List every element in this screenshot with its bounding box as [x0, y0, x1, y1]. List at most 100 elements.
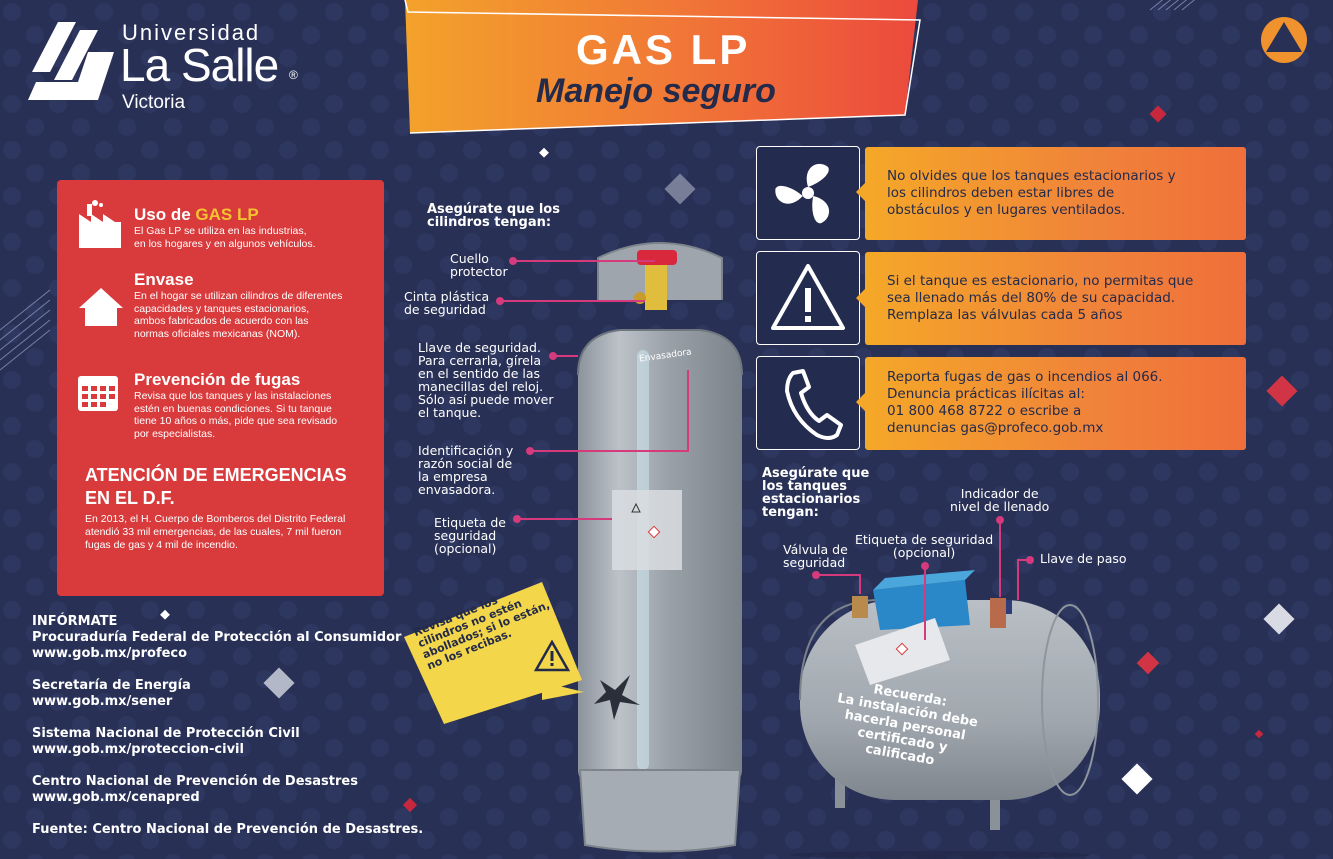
label-cuello: Cuello protector — [450, 252, 508, 278]
label-llave: Llave de seguridad. Para cerrarla, gírel… — [418, 341, 554, 419]
tip-line: Si el tanque es estacionario, no permita… — [887, 273, 1194, 289]
prevencion-line: tiene 10 años o más, pide que sea revisa… — [134, 415, 338, 427]
label-line: seguridad — [783, 555, 846, 570]
tip-line: 01 800 468 8722 o escribe a — [887, 403, 1082, 419]
prevencion-heading: Prevención de fugas — [134, 370, 301, 389]
tip-line: sea llenado más del 80% de su capacidad. — [887, 290, 1176, 306]
label-line: manecillas del reloj. — [418, 379, 544, 394]
emergencias-line: En 2013, el H. Cuerpo de Bomberos del Di… — [85, 513, 346, 525]
logo-main: La Salle — [120, 39, 279, 91]
uso-text: El Gas LP se utiliza en las industrias, … — [134, 225, 316, 250]
label-line: (opcional) — [434, 541, 497, 556]
tip-box: No olvides que los tanques estacionarios… — [865, 147, 1246, 240]
cylinder-heading-2: cilindros tengan: — [427, 215, 552, 230]
label-line: Para cerrarla, gírela — [418, 353, 542, 368]
informate-entry: Sistema Nacional de Protección Civil www… — [32, 726, 300, 758]
entry-link[interactable]: www.gob.mx/cenapred — [32, 790, 200, 805]
stationary-tank-illustration — [790, 516, 1100, 859]
label-line: el tanque. — [418, 405, 482, 420]
tip-line: Denuncia prácticas ilícitas al: — [887, 386, 1085, 402]
entry-name: Procuraduría Federal de Protección al Co… — [32, 630, 402, 645]
label-line: seguridad — [434, 528, 497, 543]
stationary-heading-line: Asegúrate que — [762, 466, 870, 481]
stationary-heading-line: tengan: — [762, 505, 819, 520]
tip-line: Remplaza las válvulas cada 5 años — [887, 307, 1123, 323]
logo-registered: ® — [289, 68, 298, 82]
tip-line[interactable]: denuncias gas@profeco.gob.mx — [887, 420, 1104, 436]
factory-icon — [79, 200, 121, 248]
envase-line: En el hogar se utilizan cilindros de dif… — [134, 290, 343, 302]
pointer-arrow-icon — [856, 390, 868, 414]
source-text: Fuente: Centro Nacional de Prevención de… — [32, 822, 424, 837]
entry-link[interactable]: www.gob.mx/profeco — [32, 646, 188, 661]
label-line: protector — [450, 264, 508, 279]
envase-text: En el hogar se utilizan cilindros de dif… — [134, 290, 342, 340]
uso-heading-prefix: Uso de — [134, 205, 196, 224]
label-line: Cinta plástica — [404, 289, 490, 304]
tip-box: Reporta fugas de gas o incendios al 066.… — [865, 357, 1246, 450]
envase-line: ambos fabricados de acuerdo con las — [134, 315, 309, 327]
fan-icon — [775, 163, 829, 224]
emergencias-line: fugas de gas y 4 mil de incendio. — [85, 539, 238, 551]
logo-sub: Victoria — [122, 92, 186, 113]
tip-text: Reporta fugas de gas o incendios al 066.… — [887, 369, 1163, 437]
warning-icon — [534, 640, 570, 672]
tip-line: obstáculos y en lugares ventilados. — [887, 202, 1126, 218]
informate-entry: Secretaría de Energía www.gob.mx/sener — [32, 678, 191, 710]
uso-heading-highlight: GAS LP — [195, 205, 259, 224]
label-line: envasadora. — [418, 482, 496, 497]
uso-line: El Gas LP se utiliza en las industrias, — [134, 225, 307, 237]
entry-link[interactable]: www.gob.mx/proteccion-civil — [32, 742, 244, 757]
label-line: Etiqueta de — [434, 515, 506, 530]
phone-icon — [785, 369, 843, 440]
page-title: GAS LP — [576, 26, 751, 73]
pointer-arrow-icon — [856, 286, 868, 310]
label-line: razón social de — [418, 456, 513, 471]
entry-name: Centro Nacional de Prevención de Desastr… — [32, 774, 358, 789]
label-line: en el sentido de las — [418, 366, 541, 381]
entry-link[interactable]: www.gob.mx/sener — [32, 694, 173, 709]
la-salle-logo-icon — [28, 22, 114, 100]
tip-line: Reporta fugas de gas o incendios al 066. — [887, 369, 1163, 385]
label-llave-paso: Llave de paso — [1040, 551, 1127, 566]
label-line: Sólo así puede mover — [418, 392, 554, 407]
cylinder-heading: Asegúrate que los cilindros tengan: — [427, 203, 560, 229]
label-line: nivel de llenado — [950, 499, 1050, 514]
label-line: Válvula de — [783, 542, 848, 557]
envase-line: normas oficiales mexicanas (NOM). — [134, 327, 301, 340]
cylinder-heading-1: Asegúrate que los — [427, 202, 560, 217]
uso-heading: Uso de GAS LP — [134, 205, 259, 225]
page-subtitle: Manejo seguro — [536, 72, 776, 110]
envase-line: capacidades y tanques estacionarios, — [134, 302, 310, 315]
tip-text: No olvides que los tanques estacionarios… — [887, 168, 1176, 219]
emergencias-heading: ATENCIÓN DE EMERGENCIAS EN EL D.F. — [85, 464, 347, 510]
informate-heading: INFÓRMATE — [32, 614, 118, 629]
tip-icon-box — [756, 251, 860, 345]
emergencias-heading-2: EN EL D.F. — [85, 488, 175, 508]
stationary-heading-line: los tanques — [762, 479, 848, 494]
house-icon — [79, 288, 123, 326]
tip-box: Si el tanque es estacionario, no permita… — [865, 252, 1246, 345]
emergencias-heading-1: ATENCIÓN DE EMERGENCIAS — [85, 465, 347, 485]
label-etiqueta: Etiqueta de seguridad (opcional) — [434, 516, 506, 555]
warning-note — [404, 582, 584, 724]
warning-icon — [771, 264, 845, 330]
prevencion-text: Revisa que los tanques y las instalacion… — [134, 390, 337, 440]
stationary-heading: Asegúrate que los tanques estacionarios … — [762, 467, 869, 519]
envase-heading: Envase — [134, 270, 194, 289]
label-line: (opcional) — [892, 545, 956, 560]
stationary-heading-line: estacionarios — [762, 492, 861, 507]
prevencion-line: estén en buenas condiciones. Si tu tanqu… — [134, 402, 332, 415]
informate-entry: Centro Nacional de Prevención de Desastr… — [32, 774, 358, 806]
label-line: de seguridad — [404, 302, 486, 317]
prevencion-line: Revisa que los tanques y las instalacion… — [134, 390, 332, 402]
entry-name: Sistema Nacional de Protección Civil — [32, 726, 300, 741]
label-line: Llave de seguridad. — [418, 340, 541, 355]
tip-icon-box — [756, 146, 860, 240]
label-line: Indicador de — [960, 486, 1039, 501]
tip-line: No olvides que los tanques estacionarios… — [887, 168, 1176, 184]
cylinder-illustration — [496, 242, 743, 853]
label-line: Identificación y — [418, 443, 514, 458]
info-card: Uso de GAS LP El Gas LP se utiliza en la… — [57, 180, 384, 596]
logo-top: Universidad — [122, 20, 261, 45]
